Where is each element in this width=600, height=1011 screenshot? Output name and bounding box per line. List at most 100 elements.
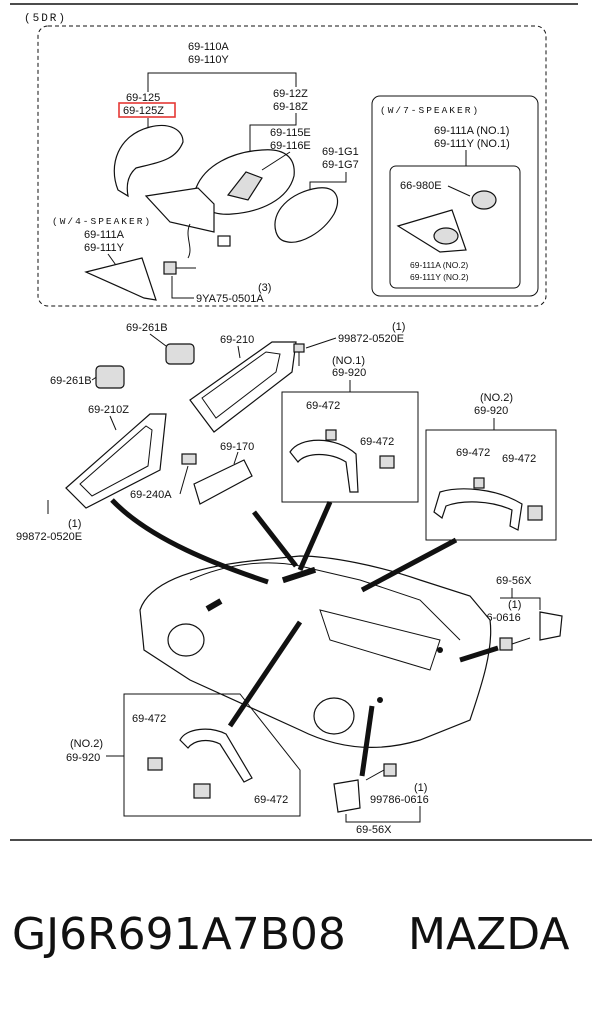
seven-speaker-title: (W/7-SPEAKER): [380, 105, 480, 116]
callout-hook-lower: [359, 705, 375, 777]
variant-header: (5DR): [24, 13, 67, 25]
housing-label-b: 69-18Z: [273, 101, 308, 113]
visor-left-screw-qty: (1): [68, 518, 81, 530]
grip-no2-left-cap-a: [147, 757, 163, 771]
visor-clip-label-2: 69-261B: [50, 375, 92, 387]
mirror-connector: [217, 235, 231, 247]
mirror-bracket-label: 69-240A: [130, 489, 172, 501]
visor-right-screw-part: [293, 343, 305, 366]
grip-no2-left-cap-b-label: 69-472: [254, 794, 288, 806]
visor-clip-leader-1: [149, 333, 167, 347]
visor-clip-part-1: [165, 343, 195, 365]
mirror-bracket-part: [181, 453, 197, 465]
visor-right-part: [189, 341, 297, 433]
tweeter-leader: [447, 185, 471, 197]
assembly-bracket: [147, 72, 297, 92]
grip-no2-right-frame: [425, 429, 557, 541]
glass-label-a: 69-1G1: [322, 146, 359, 158]
highlight-box: [118, 102, 176, 118]
tweeter-label: 66-980E: [400, 180, 442, 192]
rear-mirror-leader: [233, 451, 239, 465]
grip-no2-left-cap-a-label: 69-472: [132, 713, 166, 725]
four-speaker-trim-part: [84, 257, 157, 301]
four-speaker-label-b: 69-111Y: [84, 242, 125, 254]
tweeter-part: [471, 190, 497, 210]
callout-grip-no2-left: [227, 620, 303, 728]
screw-part: [163, 261, 196, 275]
grip-no2-left-frame: [123, 693, 301, 817]
housing-leader: [249, 113, 297, 160]
callout-visor-left: [110, 498, 269, 585]
grip-no2-right-cap-b-label: 69-472: [502, 453, 536, 465]
grip-no1-cap-b-label: 69-472: [360, 436, 394, 448]
mirror-group-frame: [37, 25, 547, 307]
seven-speaker-no2-label-b: 69-111Y (NO.2): [410, 272, 469, 282]
seven-speaker-grille: [433, 227, 459, 245]
visor-clip-label-1: 69-261B: [126, 322, 168, 334]
callout-hook-upper: [459, 645, 499, 663]
hook-lower-part: [333, 779, 361, 813]
grip-no2-right-cap-a-label: 69-472: [456, 447, 490, 459]
hook-lower-bolt-part: [365, 763, 397, 781]
visor-left-mirror: [79, 425, 153, 497]
mirror-assembly-label-b: 69-110Y: [188, 54, 229, 66]
seven-speaker-frame: [371, 95, 539, 297]
four-speaker-title: (W/4-SPEAKER): [52, 216, 152, 227]
brand-text: MAZDA: [408, 909, 570, 960]
hook-lower-label: 69-56X: [356, 824, 392, 836]
visor-left-leader: [109, 415, 117, 431]
visor-right-label: 69-210: [220, 334, 254, 346]
visor-left-part: [65, 413, 167, 509]
visor-right-screw-qty: (1): [392, 321, 405, 333]
grip-no2-left-label-a: (NO.2): [70, 738, 103, 750]
callout-rear-mirror: [252, 510, 298, 568]
visor-clip-part-2: [95, 365, 125, 389]
visor-right-leader: [237, 345, 241, 359]
callout-grip-no2-right: [360, 537, 458, 593]
screw-leader: [171, 276, 194, 299]
hook-lower-qty: (1): [414, 782, 427, 794]
grip-no1-part: [289, 439, 359, 493]
hook-upper-part: [539, 611, 563, 641]
grip-no1-cap-a-label: 69-472: [306, 400, 340, 412]
grip-no2-right-cap-a: [473, 477, 485, 489]
grip-no2-right-cap-b: [527, 505, 543, 521]
part-number-text: GJ6R691A7B08: [12, 909, 346, 960]
glass-label-b: 69-1G7: [322, 159, 359, 171]
seven-speaker-inner-frame: [389, 165, 521, 289]
screw-label: 9YA75-0501A: [196, 293, 264, 305]
grip-no1-frame: [281, 391, 419, 503]
hook-lower-leader: [345, 806, 421, 823]
grip-no1-cap-a: [325, 429, 337, 441]
visor-left-label: 69-210Z: [88, 404, 129, 416]
glass-holder-label-b: 69-116E: [270, 140, 311, 152]
grip-no1-cap-b: [379, 455, 395, 469]
rear-mirror-part: [193, 459, 253, 505]
hook-upper-qty: (1): [508, 599, 521, 611]
visor-left-screw-label: 99872-0520E: [16, 531, 82, 543]
mirror-wire: [187, 223, 191, 259]
grip-no1-label-b: 69-920: [332, 367, 366, 379]
footer: GJ6R691A7B08 MAZDA: [0, 905, 600, 975]
hook-lower-bolt-label: 99786-0616: [370, 794, 429, 806]
cover-label-a: 69-125: [126, 92, 160, 104]
hook-upper-label: 69-56X: [496, 575, 532, 587]
grip-no1-label-a: (NO.1): [332, 355, 365, 367]
rear-mirror-label: 69-170: [220, 441, 254, 453]
grip-no2-left-cap-b: [193, 783, 211, 799]
grip-no2-right-label-a: (NO.2): [480, 392, 513, 404]
grip-no2-left-part: [179, 728, 253, 783]
hook-upper-leader: [500, 588, 541, 610]
mirror-bracket-leader: [179, 465, 189, 495]
seven-speaker-label-a: 69-111A (NO.1): [434, 125, 509, 137]
callout-grip-no1: [297, 500, 333, 572]
cover-label-b: 69-125Z: [123, 105, 164, 117]
housing-label-a: 69-12Z: [273, 88, 308, 100]
hook-upper-bolt-part: [499, 637, 531, 651]
glass-holder-leader: [261, 151, 291, 171]
visor-right-screw-label: 99872-0520E: [338, 333, 404, 345]
grip-no2-right-label-b: 69-920: [474, 405, 508, 417]
seven-speaker-no2-label-a: 69-111A (NO.2): [410, 260, 468, 270]
mirror-assembly-label-a: 69-110A: [188, 41, 229, 53]
